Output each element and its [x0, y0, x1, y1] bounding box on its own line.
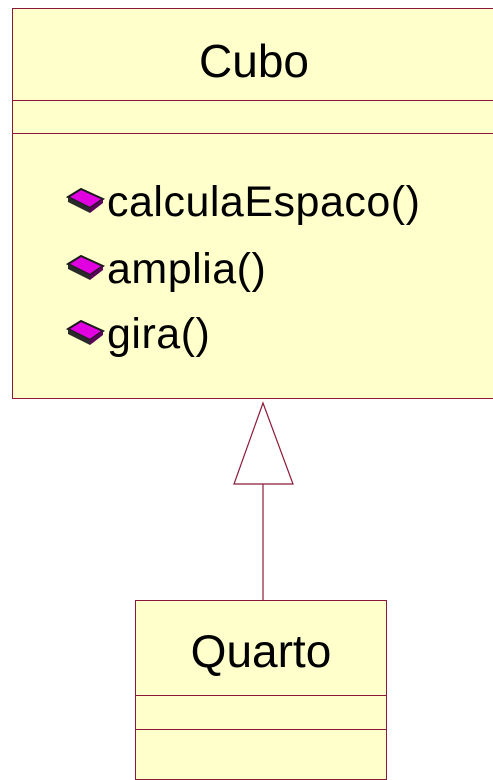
operation-icon — [65, 317, 107, 351]
class-name-cubo: Cubo — [199, 35, 309, 87]
class-quarto-divider-attributes — [136, 729, 386, 730]
operation-label: gira() — [107, 310, 211, 358]
operation-row-calculaespaco[interactable]: calculaEspaco() — [65, 179, 420, 225]
operation-label: amplia() — [107, 245, 267, 293]
operation-icon — [65, 185, 107, 219]
operation-icon — [65, 252, 107, 286]
class-name-quarto: Quarto — [190, 625, 332, 677]
class-quarto-divider-name — [136, 695, 386, 696]
operation-label: calculaEspaco() — [107, 178, 421, 226]
class-cubo[interactable]: Cubo calculaEspaco() amplia() — [12, 8, 493, 399]
operation-row-gira[interactable]: gira() — [65, 311, 210, 357]
class-cubo-divider-name — [13, 100, 493, 101]
generalization-arrowhead — [233, 401, 294, 485]
operation-row-amplia[interactable]: amplia() — [65, 246, 266, 292]
class-cubo-divider-attributes — [13, 133, 493, 134]
class-quarto[interactable]: Quarto — [135, 600, 387, 780]
